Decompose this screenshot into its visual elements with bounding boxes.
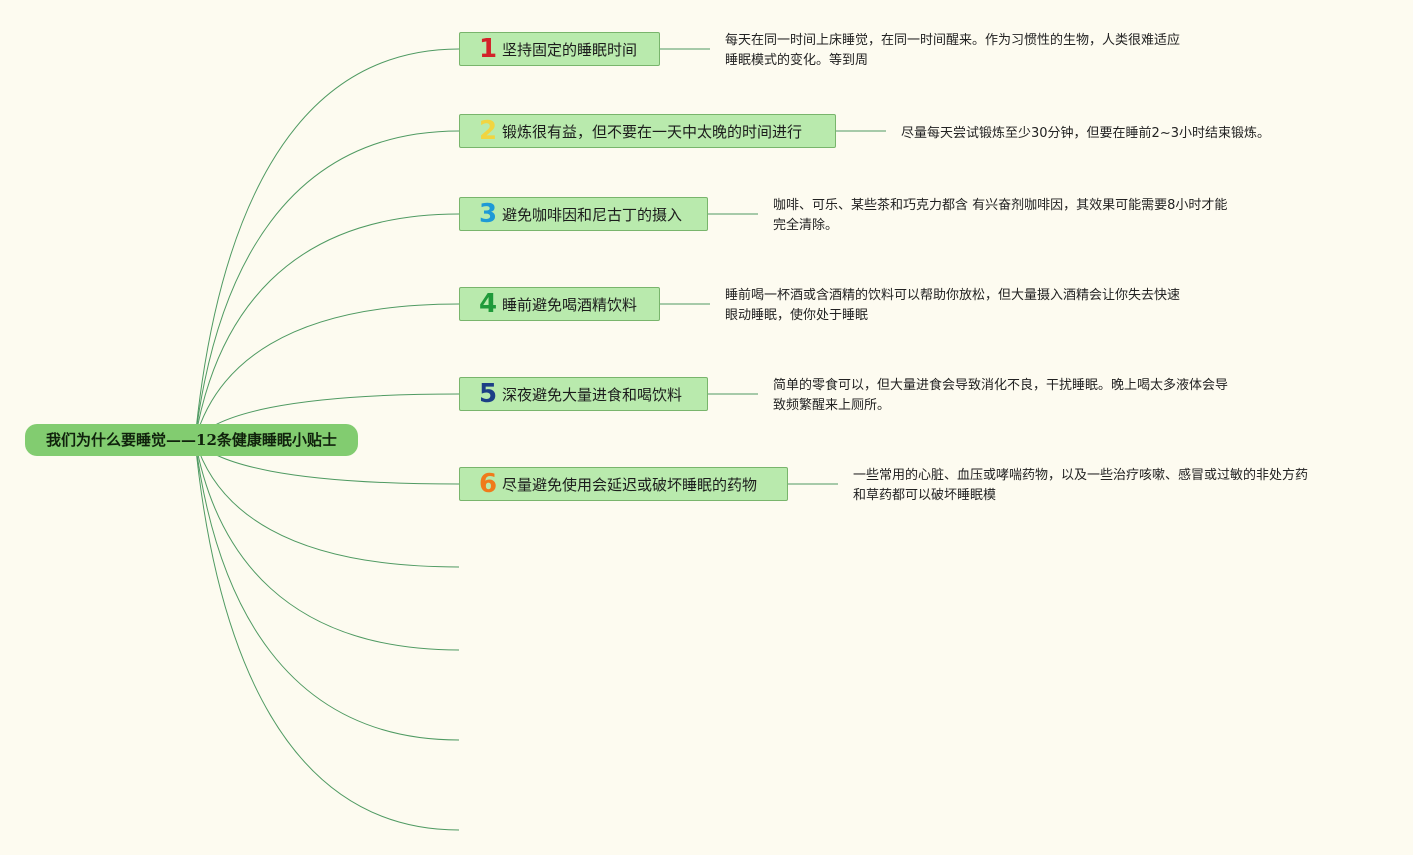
connector-empty-10 — [194, 439, 460, 831]
branch-topic-6[interactable]: 6 尽量避免使用会延迟或破坏睡眠的药物 — [459, 467, 788, 501]
connector-empty-7 — [194, 439, 460, 568]
note-2: 尽量每天尝试锻炼至少30分钟，但要在睡前2~3小时结束锻炼。 — [901, 124, 1270, 144]
branch-topic-4[interactable]: 4 睡前避免喝酒精饮料 — [459, 287, 660, 321]
connector-1 — [194, 48, 460, 441]
note-1-line-2: 睡眠模式的变化。等到周 — [725, 53, 869, 68]
note-3: 咖啡、可乐、某些茶和巧克力都含 有兴奋剂咖啡因，其效果可能需要8小时才能 完全清… — [773, 196, 1227, 236]
note-1-line-1: 每天在同一时间上床睡觉，在同一时间醒来。作为习惯性的生物，人类很难适应 — [725, 33, 1181, 48]
note-5-line-1: 简单的零食可以，但大量进食会导致消化不良，干扰睡眠。晚上喝太多液体会导 — [773, 378, 1229, 393]
connector-4 — [194, 303, 460, 441]
branch-topic-3[interactable]: 3 避免咖啡因和尼古丁的摄入 — [459, 197, 708, 231]
connector-2 — [194, 130, 460, 441]
note-4-line-1: 睡前喝一杯酒或含酒精的饮料可以帮助你放松，但大量摄入酒精会让你失去快速 — [725, 288, 1181, 303]
connector-empty-9 — [194, 439, 460, 741]
branch-topic-5[interactable]: 5 深夜避免大量进食和喝饮料 — [459, 377, 708, 411]
branch-label-3: 避免咖啡因和尼古丁的摄入 — [502, 205, 683, 224]
connector-empty-8 — [194, 439, 460, 651]
connector-3 — [194, 213, 460, 441]
number-badge-4-icon: 4 — [478, 289, 498, 319]
branch-label-2: 锻炼很有益，但不要在一天中太晚的时间进行 — [502, 122, 803, 141]
note-4-line-2: 眼动睡眠，使你处于睡眠 — [725, 308, 869, 323]
note-4: 睡前喝一杯酒或含酒精的饮料可以帮助你放松，但大量摄入酒精会让你失去快速 眼动睡眠… — [725, 286, 1180, 326]
note-3-line-1: 咖啡、可乐、某些茶和巧克力都含 有兴奋剂咖啡因，其效果可能需要8小时才能 — [773, 198, 1228, 213]
note-5: 简单的零食可以，但大量进食会导致消化不良，干扰睡眠。晚上喝太多液体会导 致频繁醒… — [773, 376, 1228, 416]
note-1: 每天在同一时间上床睡觉，在同一时间醒来。作为习惯性的生物，人类很难适应 睡眠模式… — [725, 31, 1180, 71]
number-badge-1-icon: 1 — [478, 34, 498, 64]
branch-topic-1[interactable]: 1 坚持固定的睡眠时间 — [459, 32, 660, 66]
root-topic[interactable]: 我们为什么要睡觉——12条健康睡眠小贴士 — [25, 424, 358, 456]
branch-label-1: 坚持固定的睡眠时间 — [502, 40, 638, 59]
note-6-line-1: 一些常用的心脏、血压或哮喘药物，以及一些治疗咳嗽、感冒或过敏的非处方药 — [853, 468, 1309, 483]
number-badge-6-icon: 6 — [478, 469, 498, 499]
number-badge-5-icon: 5 — [478, 379, 498, 409]
branch-label-6: 尽量避免使用会延迟或破坏睡眠的药物 — [502, 475, 758, 494]
note-2-line-1: 尽量每天尝试锻炼至少30分钟，但要在睡前2~3小时结束锻炼。 — [901, 126, 1270, 141]
branch-label-5: 深夜避免大量进食和喝饮料 — [502, 385, 683, 404]
note-5-line-2: 致频繁醒来上厕所。 — [773, 398, 891, 413]
branch-label-4: 睡前避免喝酒精饮料 — [502, 295, 638, 314]
note-6: 一些常用的心脏、血压或哮喘药物，以及一些治疗咳嗽、感冒或过敏的非处方药 和草药都… — [853, 466, 1308, 506]
number-badge-2-icon: 2 — [478, 116, 498, 146]
number-badge-3-icon: 3 — [478, 199, 498, 229]
note-6-line-2: 和草药都可以破坏睡眠模 — [853, 488, 997, 503]
note-3-line-2: 完全清除。 — [773, 218, 839, 233]
branch-topic-2[interactable]: 2 锻炼很有益，但不要在一天中太晚的时间进行 — [459, 114, 836, 148]
